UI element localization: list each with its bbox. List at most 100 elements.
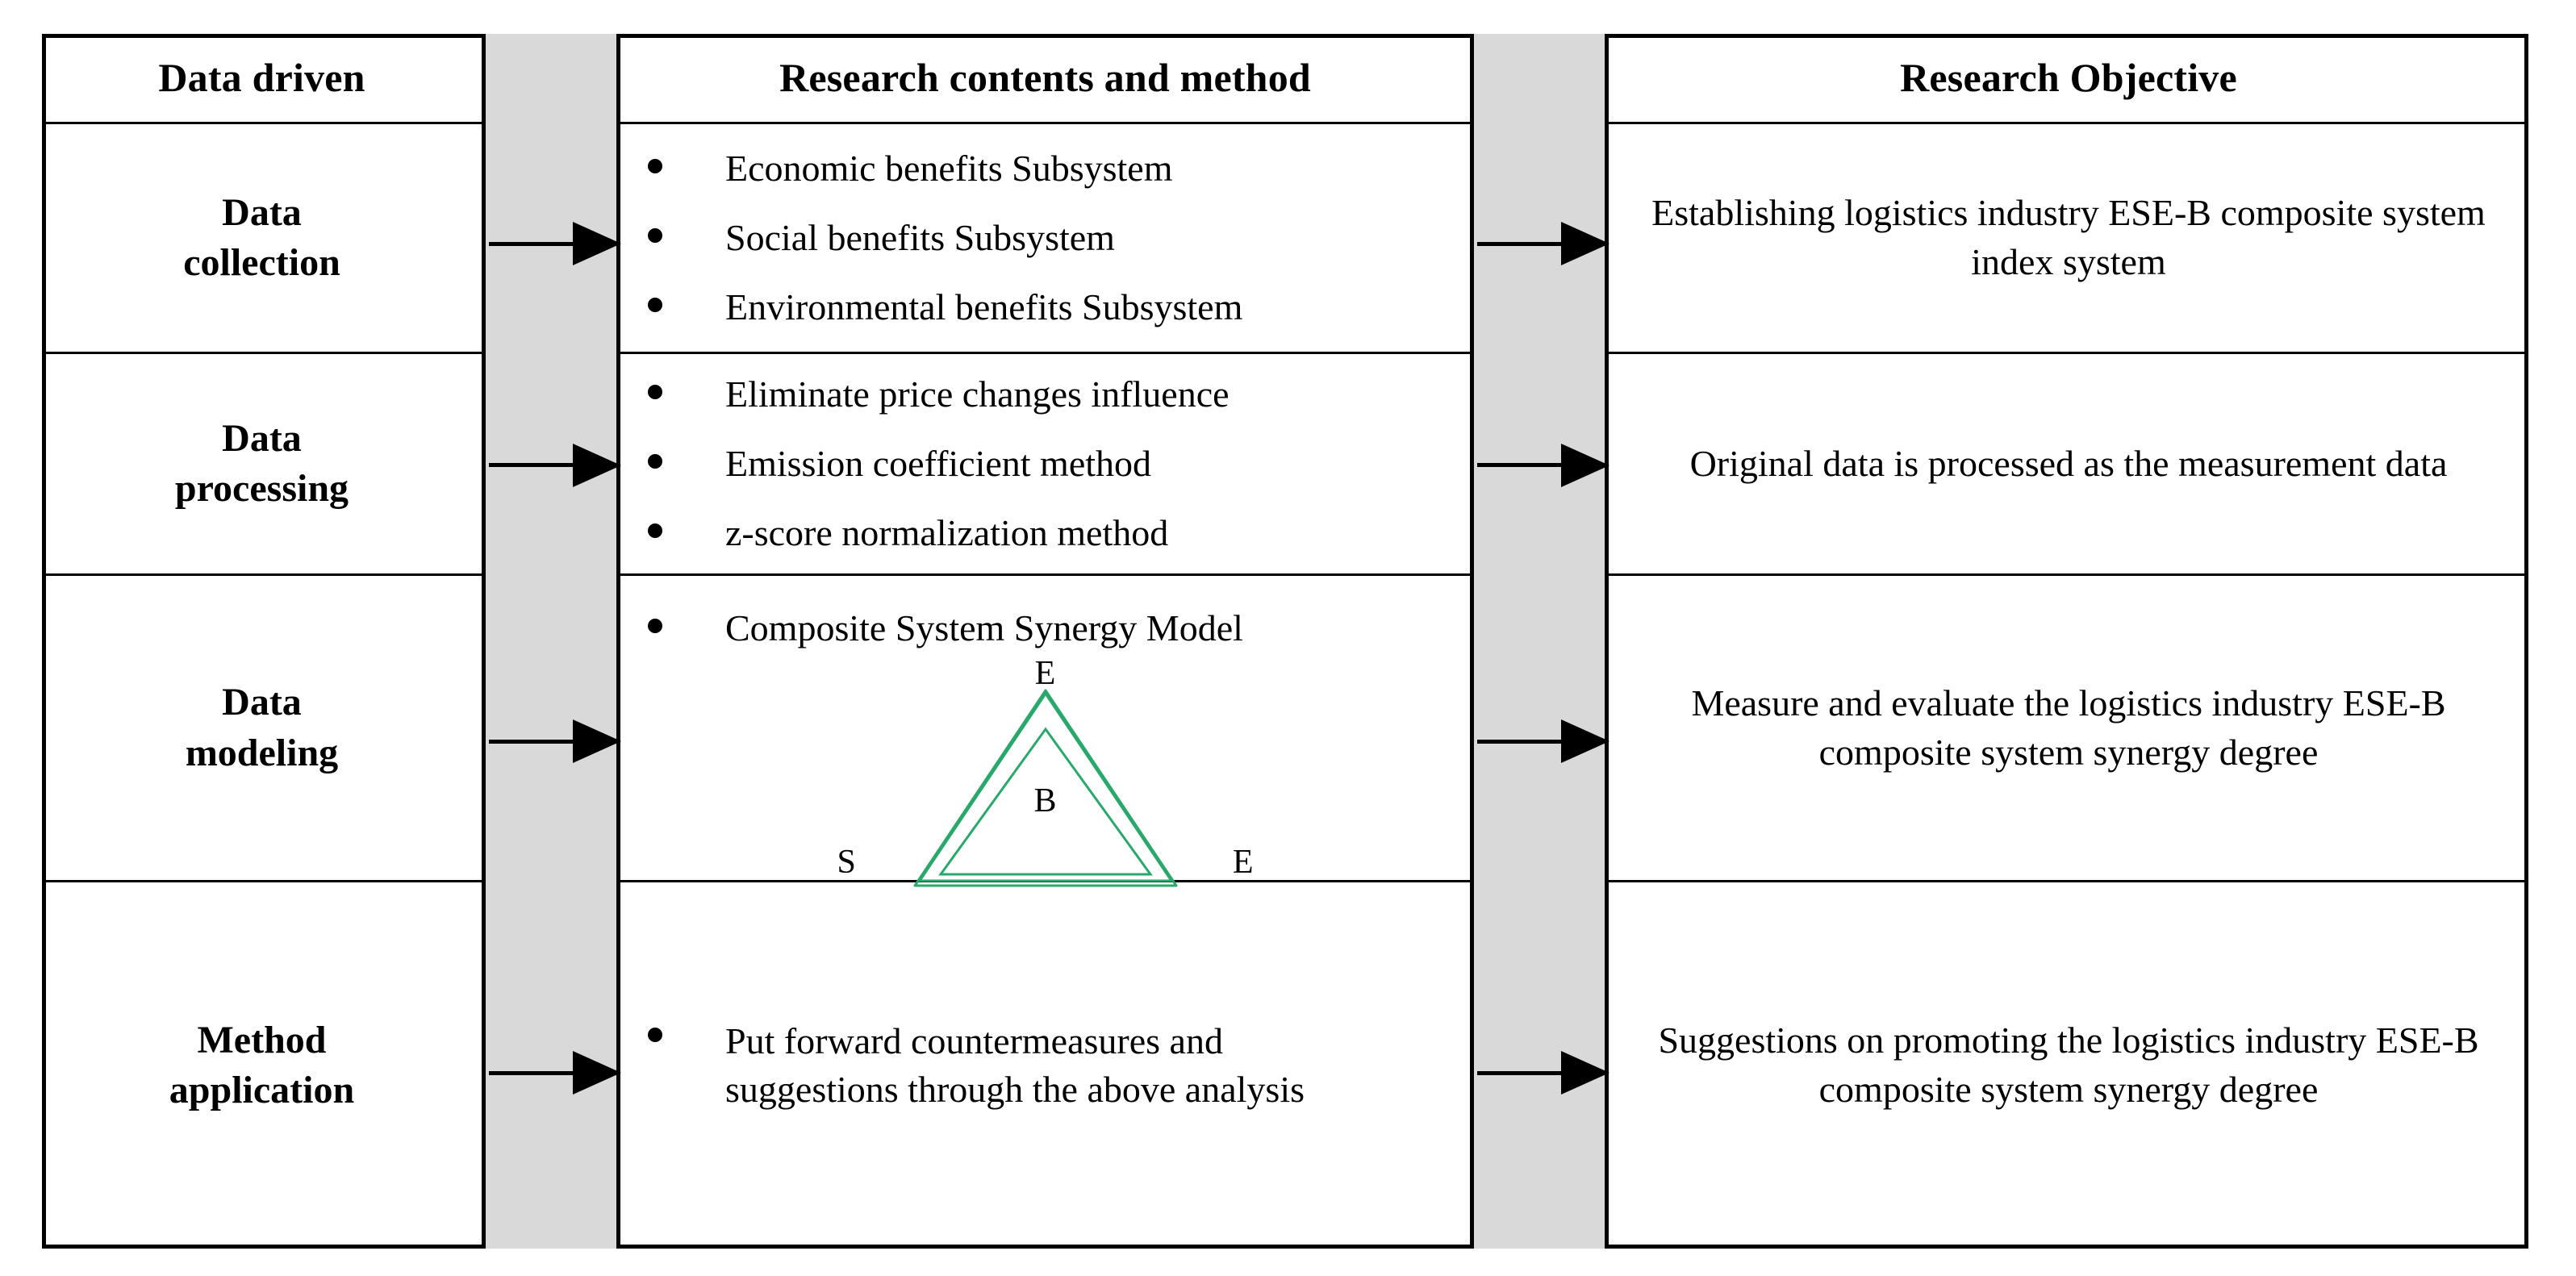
arrow-head [1561, 222, 1609, 266]
bullet-dot-icon [648, 228, 662, 244]
bullet-list-4: Put forward countermeasures and suggesti… [620, 882, 1470, 1249]
arrow-head [1561, 443, 1609, 487]
triangle-inner [937, 727, 1153, 876]
modeling-content: Composite System Synergy Model E S E B [620, 576, 1470, 880]
contents-cell-data-processing: Eliminate price changes influence Emissi… [620, 354, 1470, 576]
stage-line-2: processing [174, 467, 349, 510]
objective-label: Measure and evaluate the logistics indus… [1691, 682, 2446, 773]
arrow-shaft [1477, 463, 1561, 467]
right-arrow-icon-stage-to-contents-2 [486, 443, 621, 487]
table-outer-frame [42, 34, 2528, 1249]
arrow-head [573, 1051, 621, 1095]
list-item: Social benefits Subsystem [648, 214, 1470, 262]
contents-cell-data-collection: Economic benefits Subsystem Social benef… [620, 124, 1470, 354]
connector-band-a-row1 [482, 124, 621, 354]
bullet-dot-icon [648, 297, 662, 312]
objective-label: Establishing logistics industry ESE-B co… [1651, 192, 2486, 282]
bullet-label: Environmental benefits Subsystem [725, 286, 1243, 327]
right-arrow-icon-contents-to-objective-3 [1474, 719, 1609, 764]
arrow-head [1561, 1051, 1609, 1095]
synergy-triangle-figure: E S E B [837, 657, 1254, 908]
connector-band-b-row1 [1470, 124, 1609, 354]
arrow-shaft [489, 1070, 573, 1075]
right-arrow-icon-stage-to-contents-1 [486, 222, 621, 266]
arrow-shaft [489, 463, 573, 467]
stage-label-data-processing: Data processing [159, 414, 365, 515]
connector-band-b-header [1470, 34, 1609, 124]
header-data-driven: Data driven [42, 34, 482, 124]
bullet-dot-icon [648, 454, 662, 469]
connector-band-a-header [482, 34, 620, 124]
header-research-contents: Research contents and method [620, 34, 1470, 124]
arrow-head [573, 222, 621, 266]
bullet-dot-icon [648, 523, 662, 538]
stage-line-2: modeling [185, 731, 339, 774]
list-item: Composite System Synergy Model [648, 604, 1470, 653]
objective-cell-data-processing: Original data is processed as the measur… [1609, 354, 2528, 576]
right-arrow-icon-stage-to-contents-4 [486, 1051, 621, 1095]
bullet-label: Composite System Synergy Model [725, 607, 1243, 648]
bullet-list-2: Eliminate price changes influence Emissi… [620, 354, 1470, 573]
triangle-vertex-left-label: S [837, 843, 856, 881]
list-item: z-score normalization method [648, 509, 1470, 557]
arrow-head [1561, 719, 1609, 764]
arrow-shaft [489, 739, 573, 744]
triangle-outer-inner-edge [918, 692, 1172, 882]
arrow-shaft [489, 241, 573, 246]
list-item: Economic benefits Subsystem [648, 144, 1470, 193]
connector-band-a-row2 [482, 354, 621, 576]
list-item: Environmental benefits Subsystem [648, 283, 1470, 332]
bullet-dot-icon [648, 1028, 662, 1043]
stage-cell-data-processing: Data processing [42, 354, 482, 576]
connector-band-a-row3 [482, 576, 621, 882]
triangle-outer [915, 690, 1176, 886]
bullet-dot-icon [648, 385, 662, 400]
bullet-label: Emission coefficient method [725, 443, 1152, 485]
right-arrow-icon-contents-to-objective-2 [1474, 443, 1609, 487]
nested-triangle-icon [876, 666, 1215, 908]
connector-band-a-row4 [482, 882, 621, 1249]
arrow-head [573, 719, 621, 764]
header-research-objective: Research Objective [1609, 34, 2528, 124]
stage-line-1: Data [222, 681, 302, 724]
stage-label-data-collection: Data collection [167, 188, 357, 289]
arrow-shaft [1477, 241, 1561, 246]
objective-cell-data-modeling: Measure and evaluate the logistics indus… [1609, 576, 2528, 882]
stage-label-data-modeling: Data modeling [169, 678, 354, 778]
connector-band-b-row2 [1470, 354, 1609, 576]
header-research-objective-label: Research Objective [1900, 55, 2237, 101]
triangle-vertex-top-label: E [1034, 654, 1056, 692]
objective-cell-data-collection: Establishing logistics industry ESE-B co… [1609, 124, 2528, 354]
right-arrow-icon-contents-to-objective-1 [1474, 222, 1609, 266]
stage-line-1: Data [222, 190, 302, 234]
right-arrow-icon-stage-to-contents-3 [486, 719, 621, 764]
triangle-center-label: B [1033, 782, 1057, 819]
objective-cell-method-application: Suggestions on promoting the logistics i… [1609, 882, 2528, 1249]
list-item: Emission coefficient method [648, 440, 1470, 488]
connector-band-b-row3 [1470, 576, 1609, 882]
bullet-label: Eliminate price changes influence [725, 373, 1230, 415]
arrow-shaft [1477, 1070, 1561, 1075]
bullet-label: z-score normalization method [725, 511, 1169, 553]
stage-line-1: Data [222, 416, 302, 460]
bullet-dot-icon [648, 619, 662, 633]
arrow-head [573, 443, 621, 487]
stage-line-2: application [169, 1069, 355, 1111]
list-item: Put forward countermeasures and suggesti… [648, 1017, 1470, 1114]
bullet-list-1: Economic benefits Subsystem Social benef… [620, 124, 1470, 352]
stage-line-2: collection [183, 241, 340, 284]
arrow-shaft [1477, 739, 1561, 744]
bullet-label: Put forward countermeasures and suggesti… [725, 1020, 1305, 1110]
stage-label-method-application: Method application [153, 1015, 370, 1116]
stage-cell-data-modeling: Data modeling [42, 576, 482, 882]
connector-band-b-row4 [1470, 882, 1609, 1249]
bullet-label: Social benefits Subsystem [725, 217, 1115, 259]
framework-table: Data driven Research contents and method… [42, 34, 2528, 1249]
list-item: Eliminate price changes influence [648, 370, 1470, 419]
right-arrow-icon-contents-to-objective-4 [1474, 1051, 1609, 1095]
stage-line-1: Method [197, 1018, 327, 1061]
objective-label: Original data is processed as the measur… [1689, 442, 2448, 484]
triangle-vertex-right-label: E [1232, 843, 1254, 881]
contents-cell-method-application: Put forward countermeasures and suggesti… [620, 882, 1470, 1249]
